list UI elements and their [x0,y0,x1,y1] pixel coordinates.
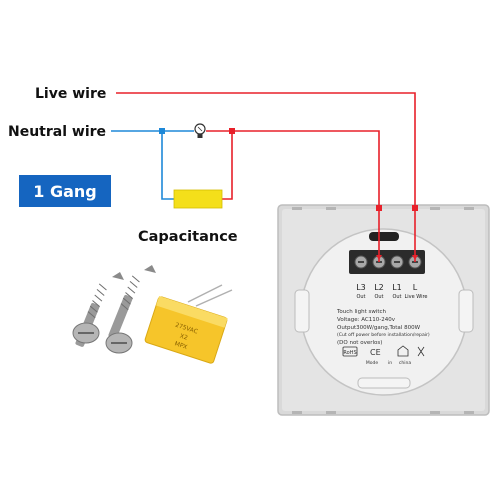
cert-caption: china [399,360,411,366]
lamp-filament [197,126,203,132]
lamp-base [197,134,203,138]
capacitor-symbol [173,189,223,209]
bottom-clip [357,377,411,389]
terminal-label: L1 [392,283,402,292]
capacitor-lead [195,289,233,307]
plate-notch [464,207,474,210]
plate-notch [292,411,302,414]
screw-tip [144,265,156,273]
screw-1 [72,272,124,347]
capacitor-marking: MPX [174,340,188,351]
rohs-icon [342,346,358,357]
screw-shank [108,294,133,339]
terminal-sublabel: Out [392,294,401,300]
terminal-label: L2 [374,283,384,292]
switch-back-panel: L3 L2 L1 L Out Out Out Live Wire Touch l… [277,204,490,416]
top-slot [369,232,399,241]
capacitor-lead [187,284,223,303]
screw-thread [87,283,107,319]
spec-line: (Cut off power before installation/repai… [337,332,430,338]
arrow-icon [376,255,382,260]
cert-icons: RoHS CE Mode in china [342,345,425,366]
screw-thread [120,275,140,311]
spec-line: Voltage: AC110-240v [337,317,396,323]
capacitor-component: 275VAC X2 MPX [144,284,233,364]
capacitor-body: 275VAC X2 MPX [144,296,228,364]
spec-line: Output300W/gang,Total 800W [337,325,421,331]
screw-slot [358,261,364,263]
terminal-block [349,250,425,274]
terminal-label: L3 [356,283,366,292]
terminal-labels: L3 L2 L1 L Out Out Out Live Wire [356,283,427,300]
capacitor-marking: X2 [179,333,189,342]
cert-caption: in [388,360,392,366]
home-icon [397,345,409,357]
load-terminal-dot [376,205,382,211]
capacitor-lead-line [222,131,233,200]
terminal-sublabel: Out [356,294,365,300]
spec-line: (DO not overlos) [337,340,382,346]
gang-badge-label: 1 Gang [33,182,96,201]
plate-notch [430,411,440,414]
lamp-icon [194,123,206,138]
spec-text: Touch light switch Voltage: AC110-240v O… [336,309,430,346]
cert-caption: Mode [366,360,378,366]
terminal-label: L [413,283,418,292]
wires [111,92,418,262]
plate-notch [326,207,336,210]
neutral-junction [159,128,165,134]
terminal-sublabel: Out [374,294,383,300]
rohs-icon-text: RoHS [343,350,356,356]
load-wire-line [206,130,380,262]
spec-line: Touch light switch [336,309,387,315]
side-clip-right [458,289,474,333]
live-wire-label: Live wire [35,86,106,102]
neutral-wire-label: Neutral wire [8,124,106,140]
screw-slot [394,261,400,263]
terminal-sublabel: Live Wire [404,294,427,300]
plate-notch [326,411,336,414]
side-clip-left [294,289,310,333]
live-junction [229,128,235,134]
screw-tip [112,272,124,280]
plate-notch [464,411,474,414]
capacitance-label: Capacitance [138,229,238,245]
ce-icon: CE [370,348,381,357]
live-terminal-dot [412,205,418,211]
screw-2 [105,265,156,354]
neutral-branch-line [161,131,174,200]
gang-badge [19,175,111,207]
plate-notch [430,207,440,210]
arrow-icon [412,255,418,260]
weee-bin-icon [417,346,425,357]
capacitor-top-face [156,296,228,328]
plate-notch [292,207,302,210]
